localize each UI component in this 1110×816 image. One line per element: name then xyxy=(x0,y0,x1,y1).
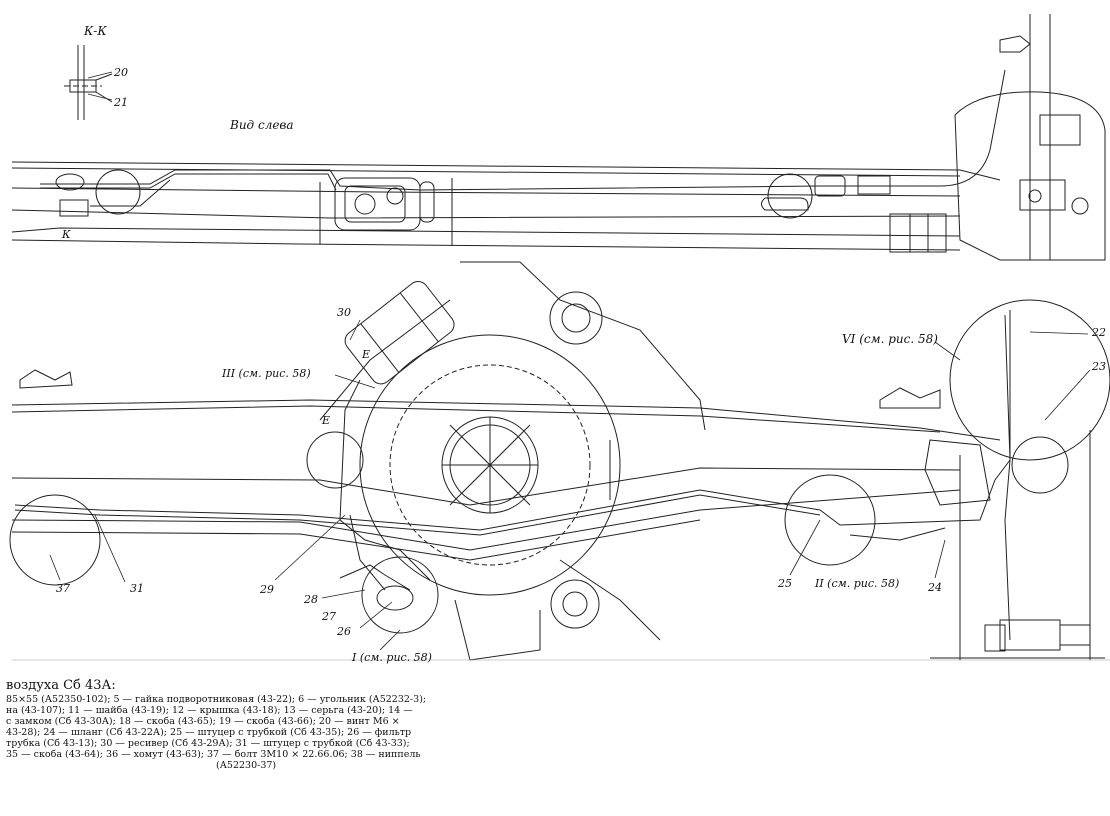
legend-line: 43-28); 24 — шланг (Сб 43-22А); 25 — шту… xyxy=(6,727,412,738)
plan-view-frame xyxy=(9,261,1110,661)
callout-37: 37 xyxy=(56,582,70,595)
callout-31: 31 xyxy=(130,582,144,595)
legend-line: трубка (Сб 43-13); 30 — ресивер (Сб 43-2… xyxy=(6,738,410,749)
callout-27: 27 xyxy=(322,610,336,623)
section-kk-label: К-К xyxy=(84,24,107,38)
callout-24: 24 xyxy=(928,581,942,594)
callout-28: 28 xyxy=(304,593,318,606)
legend-line: 35 — скоба (43-64); 36 — хомут (43-63); … xyxy=(6,749,421,760)
reference-i: I (см. рис. 58) xyxy=(352,651,432,664)
legend-line: с замком (Сб 43-30А); 18 — скоба (43-65)… xyxy=(6,716,400,727)
side-view-frame xyxy=(11,14,1106,261)
callout-22: 22 xyxy=(1092,326,1106,339)
legend-line: на (43-107); 11 — шайба (43-19); 12 — кр… xyxy=(6,705,413,716)
section-marker: К xyxy=(62,228,71,241)
callout-e-receiver: E xyxy=(362,348,371,361)
callout-e-line: E xyxy=(322,414,331,427)
callout-30: 30 xyxy=(337,306,351,319)
section-kk-detail xyxy=(64,45,113,120)
reference-ii: II (см. рис. 58) xyxy=(815,577,900,590)
section-part-21: 21 xyxy=(114,96,128,109)
callout-23: 23 xyxy=(1092,360,1106,373)
legend-line: 85×55 (А52350-102); 5 — гайка подворотни… xyxy=(6,694,427,705)
callout-25: 25 xyxy=(778,577,792,590)
parts-legend: воздуха Сб 43А: 85×55 (А52350-102); 5 — … xyxy=(6,678,492,771)
callout-29: 29 xyxy=(260,583,274,596)
reference-iii: III (см. рис. 58) xyxy=(222,367,311,380)
legend-line: (А52230-37) xyxy=(216,760,277,771)
view-label: Вид слева xyxy=(230,118,294,132)
section-part-20: 20 xyxy=(114,66,128,79)
reference-vi: VI (см. рис. 58) xyxy=(842,332,938,346)
callout-26: 26 xyxy=(337,625,351,638)
legend-title: воздуха Сб 43А: xyxy=(6,678,116,693)
